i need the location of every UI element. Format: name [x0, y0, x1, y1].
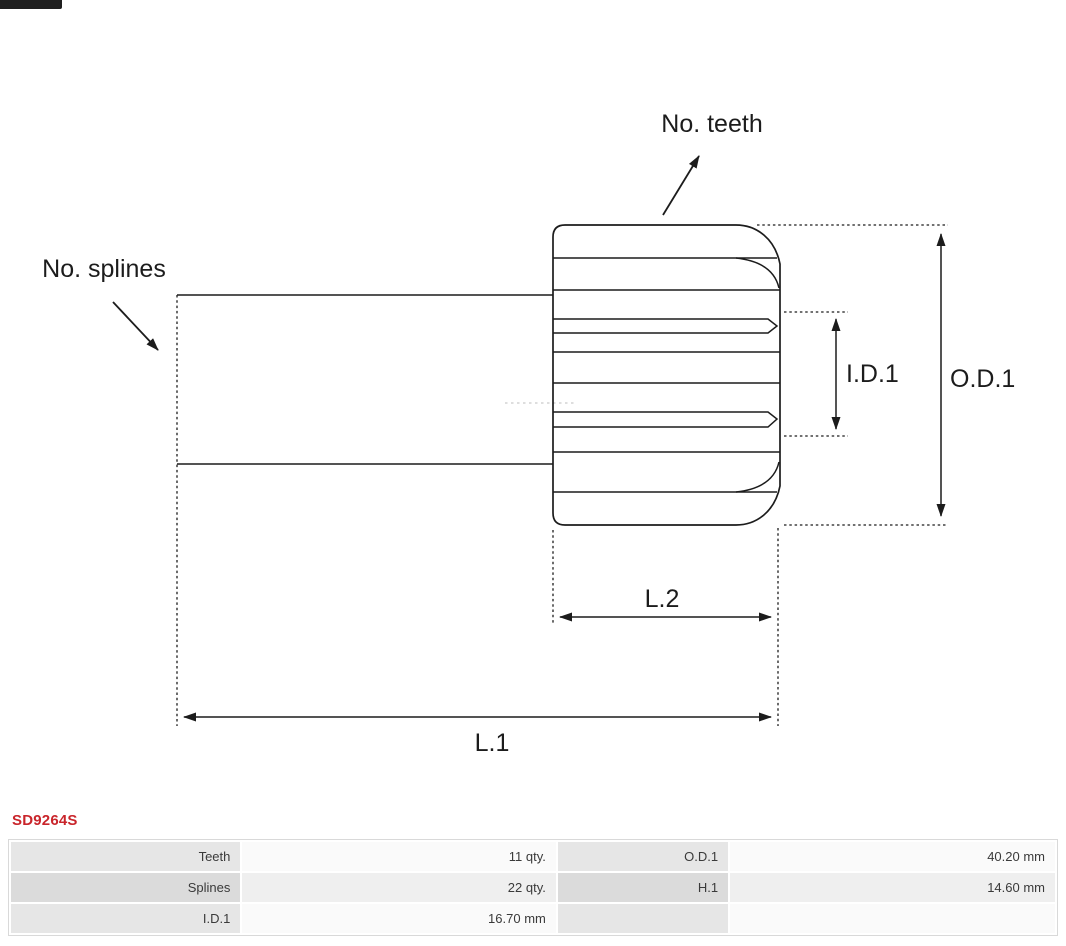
spec-value-empty [730, 904, 1055, 933]
label-l1: L.1 [475, 729, 510, 757]
spec-label-teeth: Teeth [11, 842, 241, 871]
tooth-arc-bottom [735, 461, 780, 493]
table-row: I.D.1 16.70 mm [11, 904, 1055, 933]
label-no-splines: No. splines [42, 255, 166, 283]
splines-leader-arrow [112, 301, 159, 351]
shaft-outline [177, 294, 553, 465]
table-row: Splines 22 qty. H.1 14.60 mm [11, 873, 1055, 902]
technical-drawing: No. teeth No. splines I.D.1 O.D.1 L.2 L.… [42, 110, 1015, 757]
label-od1: O.D.1 [950, 365, 1015, 393]
spec-label-id1: I.D.1 [11, 904, 241, 933]
spec-label-h1: H.1 [557, 873, 729, 902]
dimension-arrows [183, 233, 946, 722]
spec-value-od1: 40.20 mm [730, 842, 1055, 871]
gear-outline [552, 224, 781, 526]
table-row: Teeth 11 qty. O.D.1 40.20 mm [11, 842, 1055, 871]
teeth-leader-arrow [662, 155, 700, 216]
spec-value-splines: 22 qty. [242, 873, 556, 902]
part-number: SD9264S [12, 812, 78, 829]
label-id1: I.D.1 [846, 360, 899, 388]
spec-label-od1: O.D.1 [557, 842, 729, 871]
spec-value-teeth: 11 qty. [242, 842, 556, 871]
spec-value-id1: 16.70 mm [242, 904, 556, 933]
leader-arrows [112, 155, 700, 351]
spec-value-h1: 14.60 mm [730, 873, 1055, 902]
label-no-teeth: No. teeth [661, 110, 762, 138]
label-l2: L.2 [645, 585, 680, 613]
spec-table: Teeth 11 qty. O.D.1 40.20 mm Splines 22 … [8, 839, 1058, 936]
spec-label-splines: Splines [11, 873, 241, 902]
gear-teeth-lines [553, 257, 780, 493]
spec-label-empty [557, 904, 729, 933]
top-left-artifact [0, 0, 62, 9]
tooth-arc-top [735, 257, 780, 289]
extension-lines [176, 224, 948, 726]
